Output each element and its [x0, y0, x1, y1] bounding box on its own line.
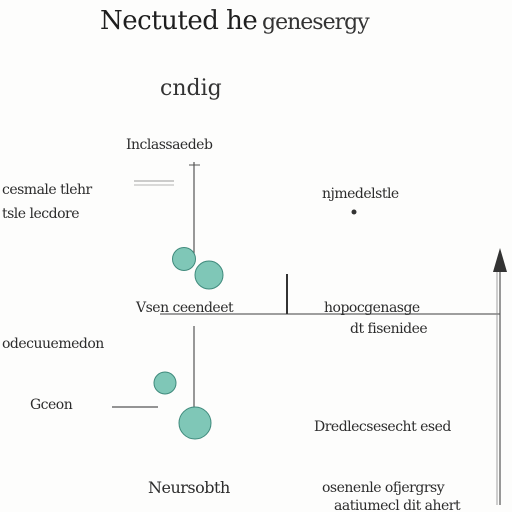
- right-upper-label: njmedelstle: [322, 186, 399, 202]
- node-circle: [194, 260, 224, 290]
- left-mid-label: odecuuemedon: [2, 336, 104, 352]
- node-circle: [178, 406, 212, 440]
- title-aux: genesergy: [262, 10, 370, 35]
- top-center-label: Inclassaedeb: [126, 137, 213, 153]
- title-main: Nectuted he: [100, 6, 258, 36]
- right-axis-arrow: [493, 248, 507, 272]
- right-center-label-2: dt fisenidee: [350, 321, 428, 337]
- left-upper-label-2: tsle lecdore: [2, 206, 80, 222]
- left-upper-label-1: cesmale tlehr: [2, 182, 92, 198]
- bottom-center-label: Neursobth: [148, 478, 230, 497]
- left-low-label: Gceon: [30, 397, 73, 413]
- node-circle: [172, 247, 196, 271]
- subtitle: cndig: [160, 76, 222, 101]
- node-circle: [153, 371, 177, 395]
- center-row-label: Vsen ceendeet: [136, 300, 234, 316]
- right-low-label: Dredlecsesecht esed: [314, 419, 451, 435]
- right-center-label-1: hopocgenasge: [324, 300, 420, 316]
- bottom-right-label-2: aatiumecl dit ahert: [334, 498, 461, 512]
- bottom-right-label-1: osenenle ofjergrsy: [322, 480, 445, 496]
- marker-dot: [351, 209, 357, 215]
